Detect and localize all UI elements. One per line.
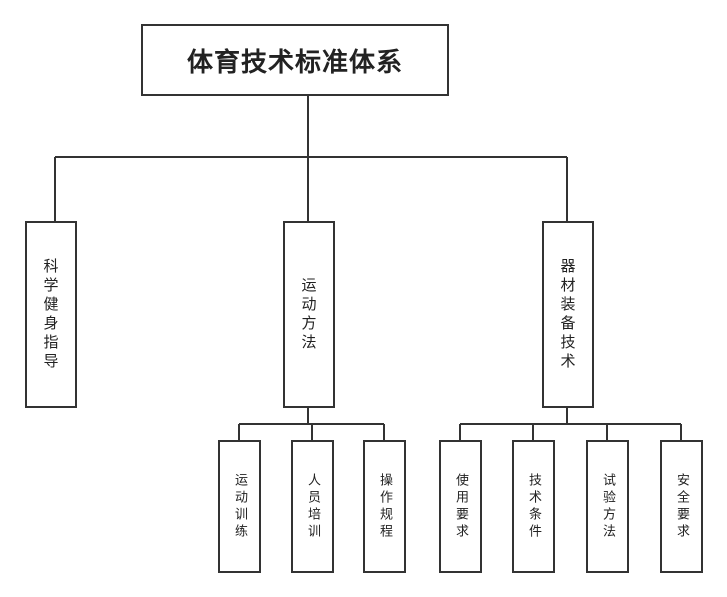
node-label: 运动方法	[299, 276, 318, 353]
node-safety-requirements: 安全要求	[660, 440, 703, 573]
node-equipment-tech: 器材装备技术	[542, 221, 594, 408]
node-technical-conditions: 技术条件	[512, 440, 555, 573]
node-label: 使用要求	[453, 472, 468, 541]
node-fitness-guidance: 科学健身指导	[25, 221, 77, 408]
node-label: 安全要求	[674, 472, 689, 541]
node-label: 运动训练	[232, 472, 247, 541]
node-label: 操作规程	[377, 472, 392, 541]
node-usage-requirements: 使用要求	[439, 440, 482, 573]
root-label: 体育技术标准体系	[186, 47, 403, 78]
node-label: 科学健身指导	[41, 257, 60, 372]
node-label: 技术条件	[526, 472, 541, 541]
node-test-methods: 试验方法	[586, 440, 629, 573]
node-staff-training: 人员培训	[291, 440, 334, 573]
connector-root	[54, 95, 568, 221]
node-label: 器材装备技术	[558, 257, 577, 372]
node-sport-method: 运动方法	[283, 221, 335, 408]
connector-equipment	[459, 407, 682, 440]
node-sport-training: 运动训练	[218, 440, 261, 573]
node-operating-rules: 操作规程	[363, 440, 406, 573]
root-node: 体育技术标准体系	[141, 24, 449, 96]
node-label: 试验方法	[600, 472, 615, 541]
node-label: 人员培训	[305, 472, 320, 541]
connector-sport-method	[238, 407, 385, 440]
